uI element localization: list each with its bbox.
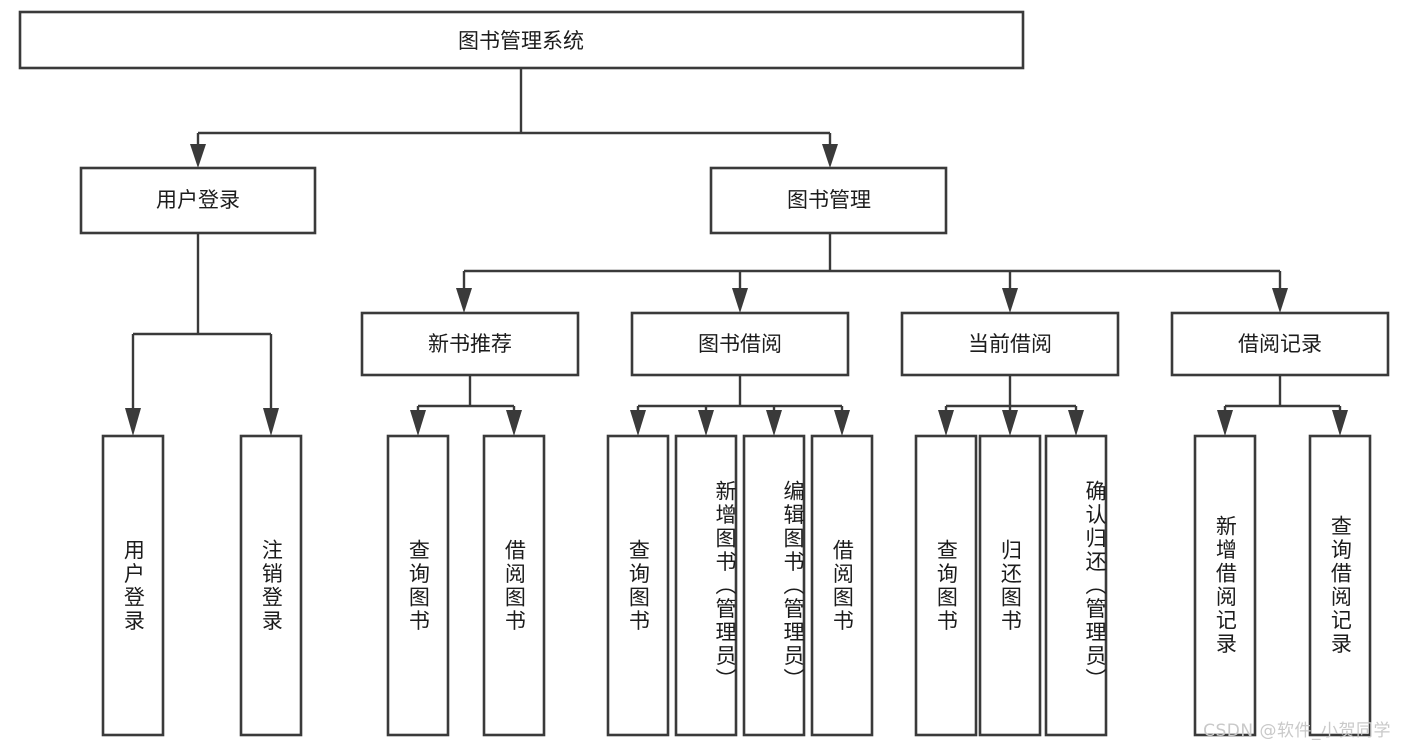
- node-leaf-box[interactable]: [239, 434, 303, 737]
- node-user-login[interactable]: 用户登录: [79, 166, 317, 235]
- node-leaf-box[interactable]: [810, 434, 874, 737]
- node-user-login-label: 用户登录: [156, 188, 240, 212]
- node-leaf-box[interactable]: [1193, 434, 1257, 737]
- node-current-borrow-label: 当前借阅: [968, 332, 1052, 356]
- node-new-book-recommend-label: 新书推荐: [428, 332, 512, 356]
- node-leaf-box[interactable]: [978, 434, 1042, 737]
- node-leaf-box[interactable]: [606, 434, 670, 737]
- node-leaf-box[interactable]: [386, 434, 450, 737]
- node-leaf-box[interactable]: [1308, 434, 1372, 737]
- node-current-borrow[interactable]: 当前借阅: [900, 311, 1120, 377]
- node-leaf-box[interactable]: [482, 434, 546, 737]
- node-book-management[interactable]: 图书管理: [709, 166, 948, 235]
- node-book-management-label: 图书管理: [787, 188, 871, 212]
- node-root-label: 图书管理系统: [458, 29, 584, 53]
- connector-userlogin-to-leaves: [125, 233, 279, 436]
- node-leaf-box[interactable]: [1044, 434, 1108, 737]
- node-leaf-box[interactable]: [674, 434, 738, 737]
- connector-borrowrecord-to-leaves: [1217, 375, 1348, 436]
- connector-bookborrow-to-leaves: [630, 375, 850, 436]
- watermark-text: CSDN @软件_小贺同学: [1203, 721, 1391, 741]
- node-book-borrow[interactable]: 图书借阅: [630, 311, 850, 377]
- connector-currentborrow-to-leaves: [938, 375, 1084, 436]
- connector-newbook-to-leaves: [410, 375, 522, 436]
- node-leaf-box[interactable]: [914, 434, 978, 737]
- node-leaf-box[interactable]: [101, 434, 165, 737]
- node-new-book-recommend[interactable]: 新书推荐: [360, 311, 580, 377]
- node-leaf-box[interactable]: [742, 434, 806, 737]
- node-borrow-record[interactable]: 借阅记录: [1170, 311, 1390, 377]
- connector-bookmgmt-to-level3: [456, 233, 1288, 313]
- connector-root-to-level2: [190, 68, 838, 168]
- node-root[interactable]: 图书管理系统: [18, 10, 1025, 70]
- node-borrow-record-label: 借阅记录: [1238, 332, 1322, 356]
- node-book-borrow-label: 图书借阅: [698, 332, 782, 356]
